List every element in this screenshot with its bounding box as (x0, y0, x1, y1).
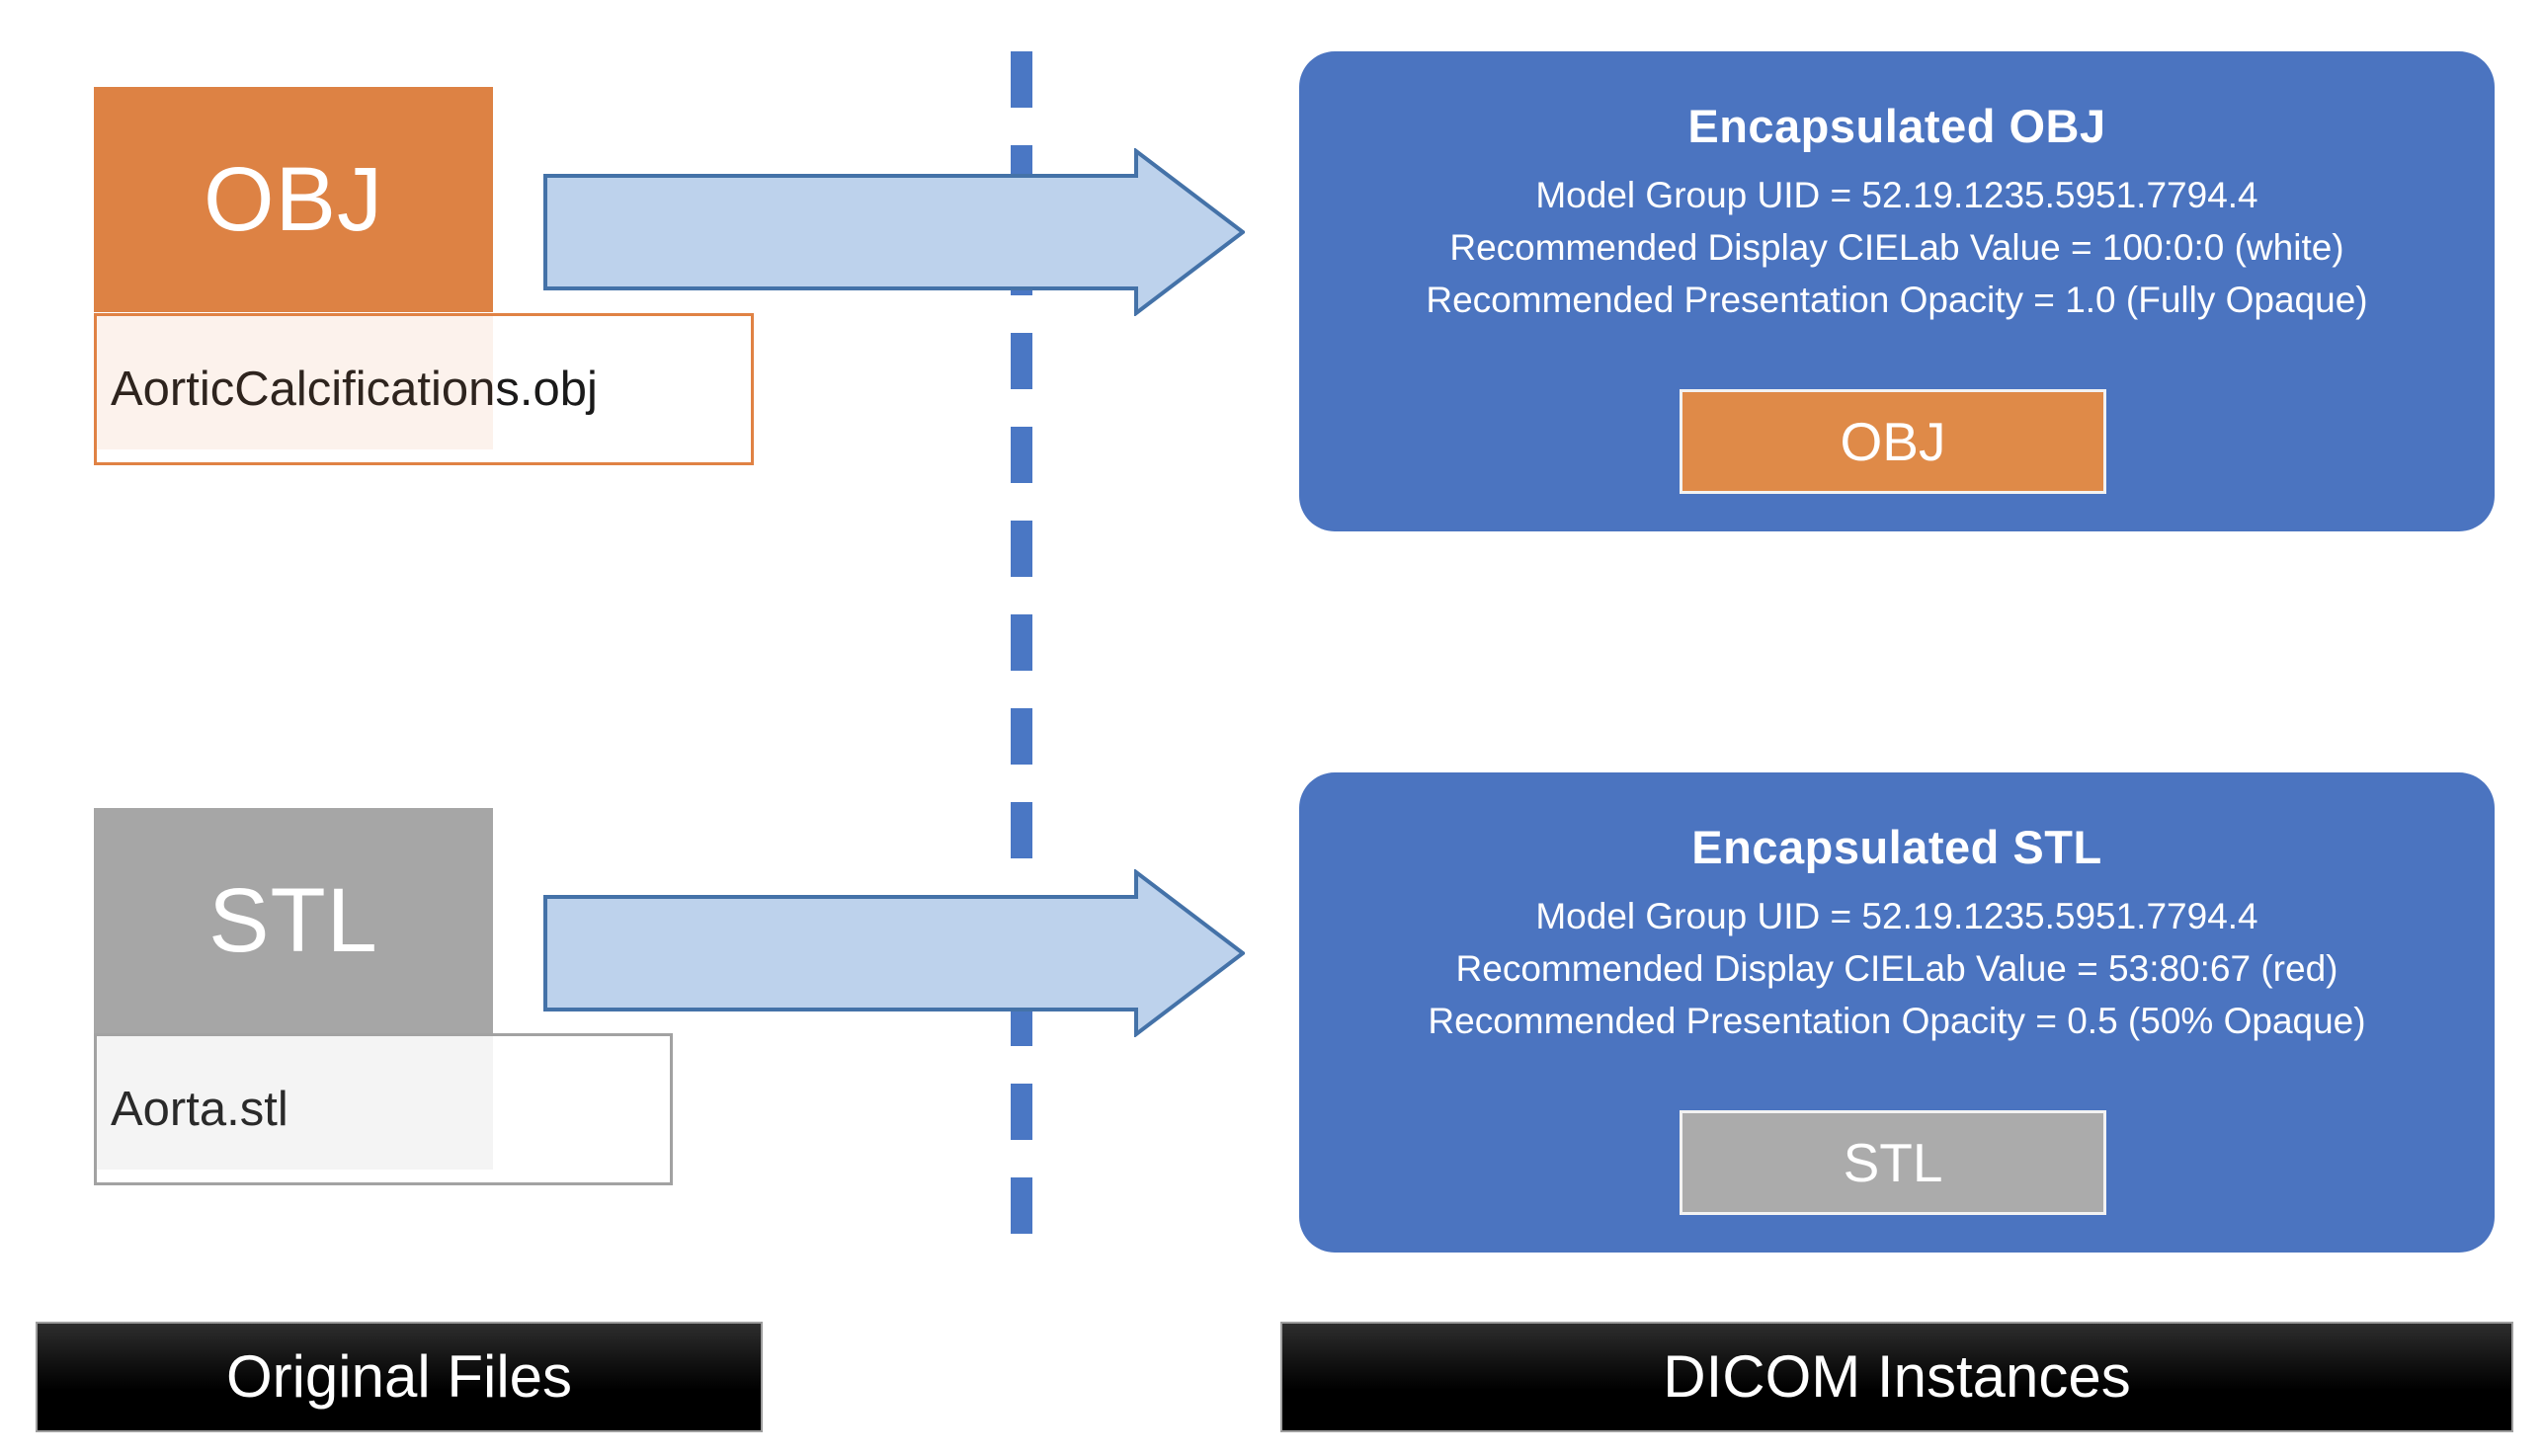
source-file-name-stl: Aorta.stl (111, 1082, 288, 1136)
dicom-panel-obj: Encapsulated OBJ Model Group UID = 52.19… (1299, 51, 2495, 531)
dicom-panel-title-stl: Encapsulated STL (1691, 821, 2102, 873)
file-type-badge-stl: STL (94, 808, 493, 1033)
source-file-name-obj: AorticCalcifications.obj (111, 362, 598, 416)
dicom-panel-line-stl-0: Model Group UID = 52.19.1235.5951.7794.4 (1535, 896, 2258, 936)
file-type-badge-obj: OBJ (94, 87, 493, 312)
source-file-label-box-obj: AorticCalcifications.obj (94, 313, 754, 465)
stl-conversion-arrow (543, 867, 1247, 1039)
dicom-panel-line-obj-0: Model Group UID = 52.19.1235.5951.7794.4 (1535, 175, 2258, 215)
caption-bar-original-files: Original Files (36, 1322, 763, 1432)
dicom-panel-chip-stl: STL (1680, 1110, 2106, 1215)
dicom-panel-title-obj: Encapsulated OBJ (1687, 100, 2106, 152)
dicom-panel-line-stl-1: Recommended Display CIELab Value = 53:80… (1455, 948, 2338, 990)
caption-bar-dicom-instances: DICOM Instances (1280, 1322, 2513, 1432)
dicom-panel-line-stl-2: Recommended Presentation Opacity = 0.5 (… (1428, 1001, 2366, 1042)
dicom-panel-line-obj-2: Recommended Presentation Opacity = 1.0 (… (1426, 280, 2368, 321)
dicom-panel-line-obj-1: Recommended Display CIELab Value = 100:0… (1449, 227, 2344, 269)
dicom-panel-stl: Encapsulated STL Model Group UID = 52.19… (1299, 772, 2495, 1253)
source-file-label-box-stl: Aorta.stl (94, 1033, 673, 1185)
obj-conversion-arrow (543, 146, 1247, 318)
dicom-panel-chip-obj: OBJ (1680, 389, 2106, 494)
vertical-dashed-divider (1011, 51, 1032, 1292)
